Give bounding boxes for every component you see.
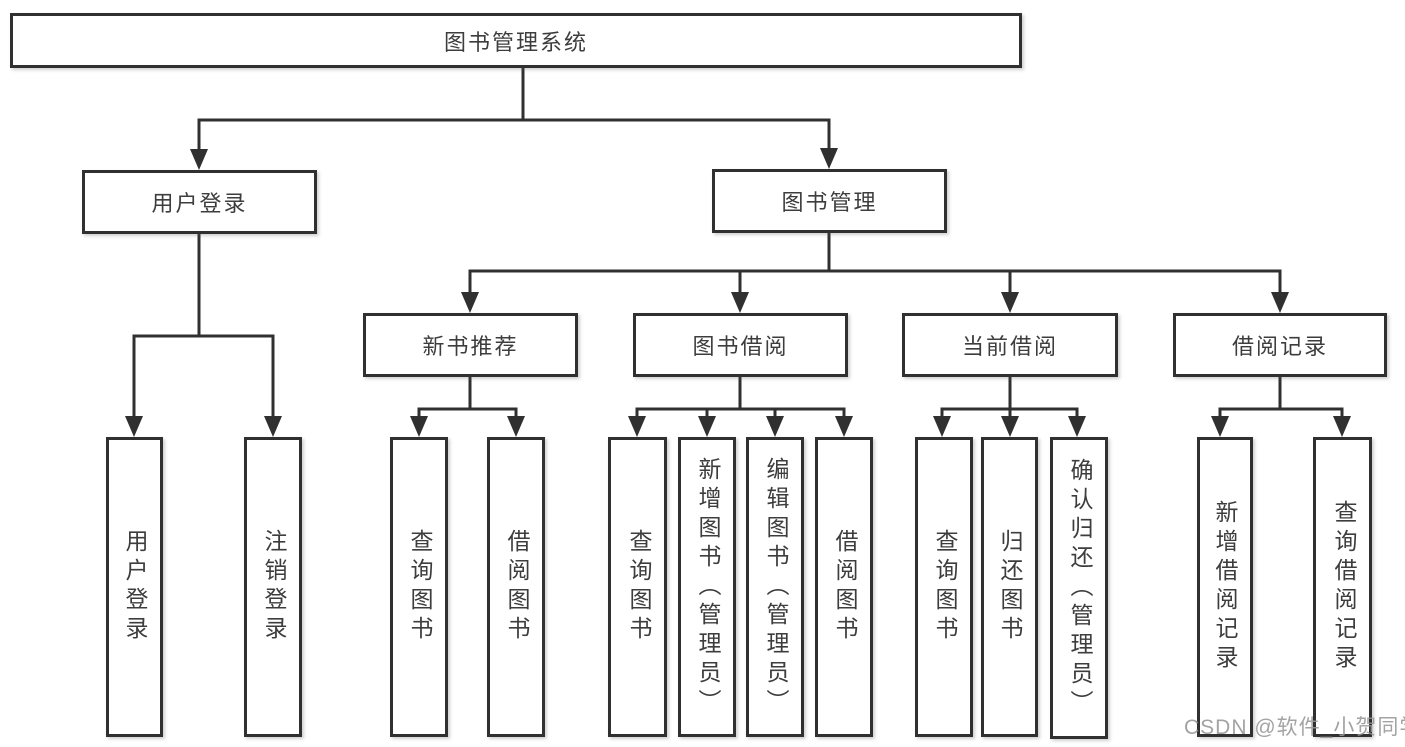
arrowhead-icon <box>1271 292 1289 313</box>
arrowhead-icon <box>1001 292 1019 313</box>
arrowhead-icon <box>461 292 479 313</box>
node-new-book-recommend: 新书推荐 <box>363 313 578 377</box>
arrowhead-icon <box>933 416 951 437</box>
arrowhead-icon <box>731 292 749 313</box>
leaf-logout: 注销登录 <box>244 437 302 737</box>
arrowhead-icon <box>125 416 143 437</box>
arrowheads <box>125 148 1351 437</box>
arrowhead-icon <box>1211 416 1229 437</box>
arrowhead-icon <box>820 148 838 169</box>
node-book-management: 图书管理 <box>712 169 947 233</box>
arrowhead-icon <box>190 149 208 170</box>
leaf-records-add-record: 新增借阅记录 <box>1197 437 1253 737</box>
arrowhead-icon <box>1333 416 1351 437</box>
arrowhead-icon <box>628 416 646 437</box>
leaf-newbook-borrow-books: 借阅图书 <box>487 437 545 737</box>
arrowhead-icon <box>1068 416 1086 437</box>
leaf-borrow-query-books: 查询图书 <box>608 437 667 737</box>
arrowhead-icon <box>1001 416 1019 437</box>
watermark: CSDN @软件_小贺同学 <box>1184 716 1405 739</box>
node-current-borrowing: 当前借阅 <box>902 313 1118 377</box>
arrowhead-icon <box>835 416 853 437</box>
leaf-records-query-record: 查询借阅记录 <box>1313 437 1372 737</box>
leaf-borrow-edit-books-admin: 编辑图书（管理员） <box>746 437 804 737</box>
arrowhead-icon <box>507 416 525 437</box>
leaf-current-return-books: 归还图书 <box>981 437 1038 737</box>
node-user-login: 用户登录 <box>82 170 317 234</box>
arrowhead-icon <box>264 416 282 437</box>
arrowhead-icon <box>410 416 428 437</box>
node-root-system: 图书管理系统 <box>10 13 1022 68</box>
arrowhead-icon <box>698 416 716 437</box>
arrowhead-icon <box>766 416 784 437</box>
leaf-user-login: 用户登录 <box>106 437 163 737</box>
leaf-current-query-books: 查询图书 <box>915 437 973 737</box>
node-borrow-records: 借阅记录 <box>1173 313 1387 377</box>
node-book-borrowing: 图书借阅 <box>633 313 848 377</box>
leaf-borrow-borrow-books: 借阅图书 <box>815 437 873 737</box>
leaf-current-confirm-return-admin: 确认归还（管理员） <box>1050 437 1108 739</box>
leaf-newbook-query-books: 查询图书 <box>390 437 448 737</box>
leaf-borrow-add-books-admin: 新增图书（管理员） <box>678 437 736 737</box>
